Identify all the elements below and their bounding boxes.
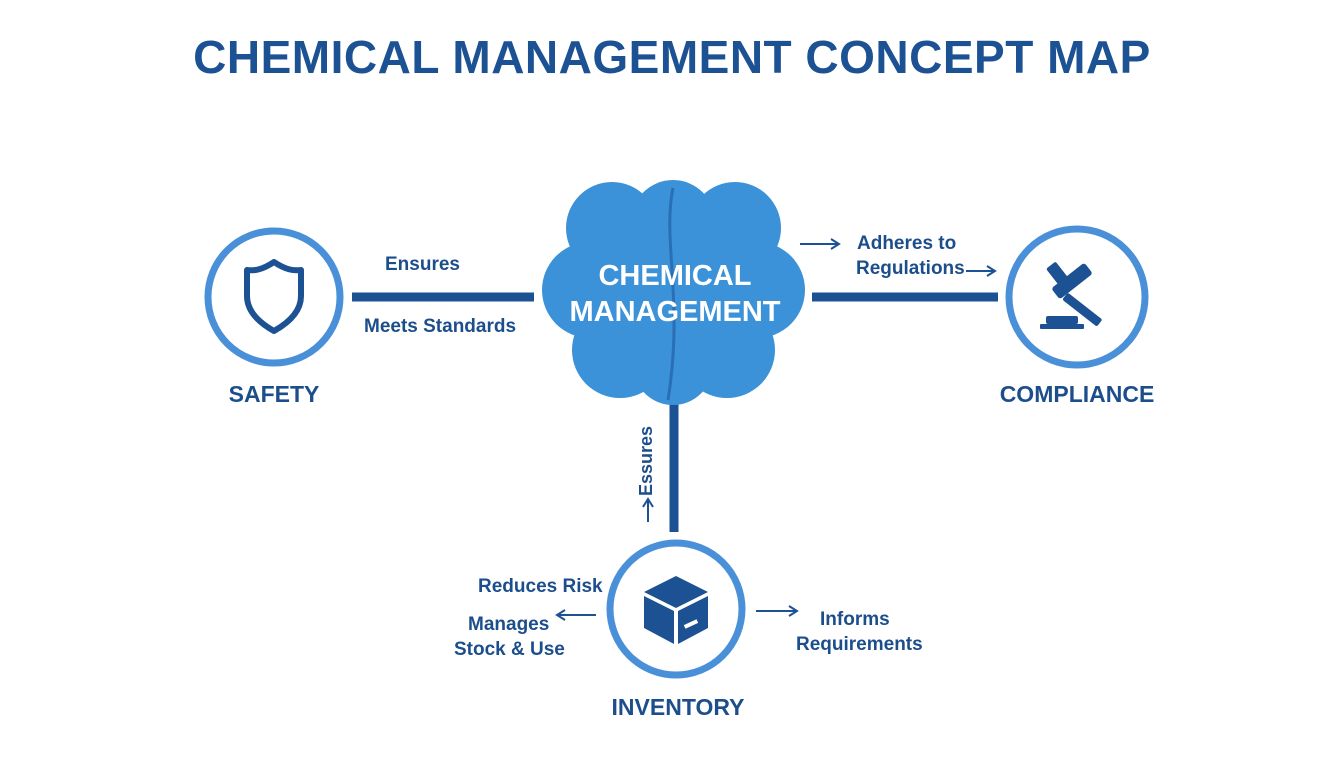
center-label-line1: CHEMICAL [598,260,752,292]
link-label-manages: Manages [468,614,550,635]
inventory-node[interactable] [606,539,746,679]
center-node-label: CHEMICAL MANAGEMENT [540,258,810,330]
link-label-reduces-risk: Reduces Risk [478,576,603,597]
link-label-stock-use: Stock & Use [454,639,565,660]
link-label-requirements: Requirements [796,634,923,655]
link-label-ensures: Ensures [385,254,460,275]
inventory-label: INVENTORY [611,694,745,720]
arrow-informs [756,605,799,617]
gavel-icon [1040,262,1102,329]
arrow-essures [642,497,654,522]
compliance-label: COMPLIANCE [999,381,1155,407]
page-title: CHEMICAL MANAGEMENT CONCEPT MAP [193,31,1151,83]
compliance-node[interactable] [1005,225,1149,369]
shield-icon [244,259,304,334]
link-label-adheres-to: Adheres to [857,233,957,254]
link-label-regulations: Regulations [856,258,965,279]
link-label-essures: Essures [636,425,656,496]
brain-cloud-icon [542,180,805,405]
link-label-informs: Informs [820,609,890,630]
safety-label: SAFETY [228,381,320,407]
box-icon [644,576,708,644]
link-label-meets-standards: Meets Standards [364,316,517,337]
arrow-regulations [966,265,997,277]
arrow-adheres [800,238,841,250]
center-label-line2: MANAGEMENT [569,296,781,328]
safety-node[interactable] [204,227,344,367]
arrow-manages [555,609,596,621]
